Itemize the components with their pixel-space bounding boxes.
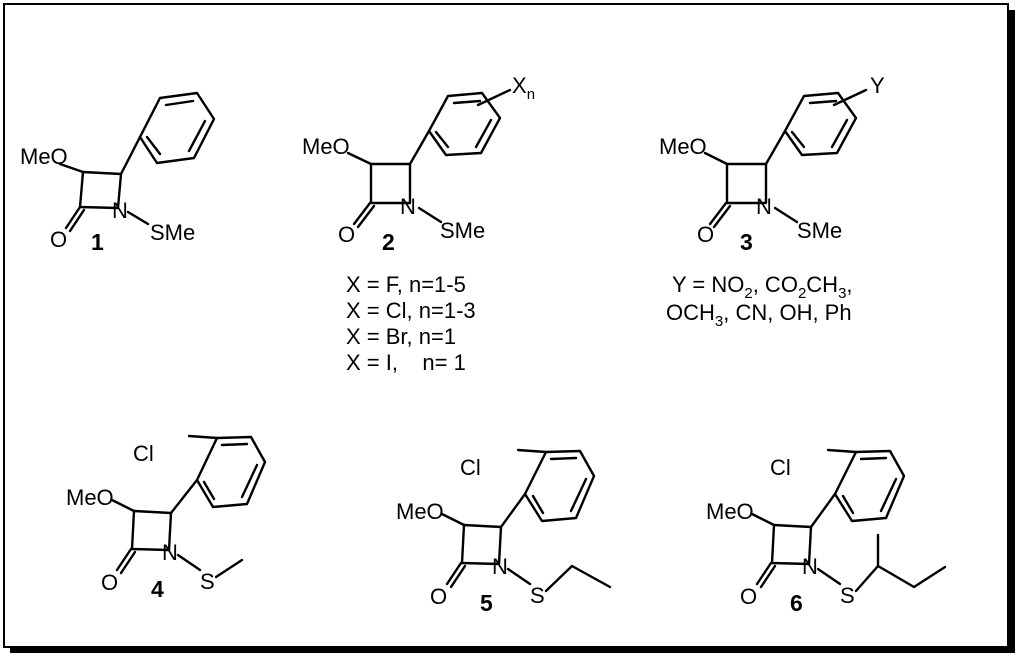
- compound-number: 1: [91, 229, 104, 255]
- sulfur-label: S: [200, 569, 215, 594]
- nitrogen-label: N: [112, 198, 128, 223]
- s-group-label: SMe: [797, 218, 842, 243]
- methoxy-label: MeO: [302, 134, 350, 159]
- methoxy-label: MeO: [706, 499, 754, 524]
- chloro-label: Cl: [133, 441, 154, 466]
- carbonyl-o-label: O: [338, 222, 355, 247]
- compound-number: 4: [151, 576, 164, 602]
- s-group-label: SMe: [440, 218, 485, 243]
- aryl-y-label: Y: [870, 73, 885, 98]
- compound-number: 3: [740, 229, 753, 255]
- compound-number: 2: [382, 229, 395, 255]
- sulfur-label: S: [840, 583, 855, 608]
- note-line-1: Y = NO2, CO2CH3,: [672, 272, 853, 302]
- methoxy-label: MeO: [20, 144, 68, 169]
- carbonyl-o-label: O: [740, 584, 757, 609]
- chloro-label: Cl: [460, 455, 481, 480]
- carbonyl-o-label: O: [697, 222, 714, 247]
- nitrogen-label: N: [162, 540, 178, 565]
- compound-number: 6: [790, 590, 803, 616]
- frame: [3, 3, 1009, 648]
- methoxy-label: MeO: [659, 134, 707, 159]
- carbonyl-o-label: O: [430, 584, 447, 609]
- methoxy-label: MeO: [396, 499, 444, 524]
- note-line-2: X = Cl, n=1-3: [346, 298, 476, 323]
- nitrogen-label: N: [400, 194, 416, 219]
- compound-4: Cl MeO O N S 4: [66, 434, 267, 602]
- nitrogen-label: N: [492, 554, 508, 579]
- s-group-label: SMe: [150, 220, 195, 245]
- compound-number: 5: [480, 590, 493, 616]
- compound-3: MeO O N SMe Y 3 Y = NO2, CO2CH3, OCH3, C…: [659, 73, 885, 330]
- carbonyl-o-label: O: [101, 570, 118, 595]
- note-line-3: X = Br, n=1: [346, 324, 456, 349]
- note-line-2: OCH3, CN, OH, Ph: [666, 300, 852, 330]
- chloro-label: Cl: [770, 455, 791, 480]
- nitrogen-label: N: [756, 194, 772, 219]
- compound-2: MeO O N SMe Xn 2 X = F, n=1-5 X = Cl, n=…: [302, 73, 535, 375]
- carbonyl-o-label: O: [50, 227, 67, 252]
- sulfur-label: S: [530, 583, 545, 608]
- note-line-1: X = F, n=1-5: [346, 272, 466, 297]
- aryl-x-label: Xn: [512, 73, 535, 103]
- nitrogen-label: N: [802, 554, 818, 579]
- compound-5: Cl MeO O N S 5: [396, 448, 612, 616]
- compound-1: MeO O N SMe 1: [20, 91, 216, 255]
- compound-6: Cl MeO O N S 6: [706, 448, 947, 616]
- note-line-4: X = I, n= 1: [346, 350, 466, 375]
- methoxy-label: MeO: [66, 485, 114, 510]
